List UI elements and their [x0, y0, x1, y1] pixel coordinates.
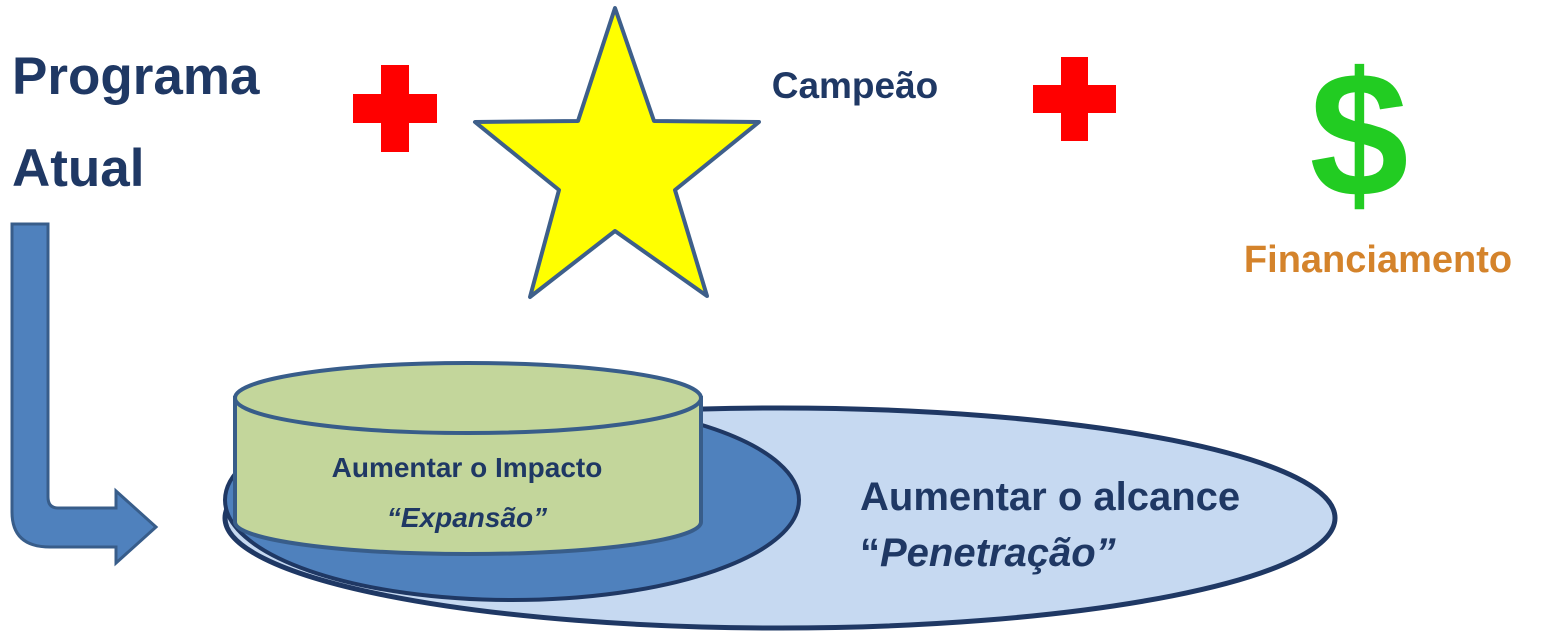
plus-icon — [1033, 57, 1116, 141]
champion-label: Campeão — [772, 65, 939, 106]
star-icon — [473, 6, 761, 299]
impact-label-line2: “Expansão” — [387, 502, 547, 533]
impact-label-line1: Aumentar o Impacto — [332, 452, 603, 483]
reach-label-line1: Aumentar o alcance — [860, 475, 1240, 519]
plus-icon — [353, 65, 437, 152]
funding-label: Financiamento — [1244, 239, 1512, 281]
reach-open-quote: “ — [860, 531, 880, 575]
program-title-line2: Atual — [12, 139, 145, 198]
bent-arrow-icon — [10, 222, 159, 567]
impact-cylinder — [233, 361, 703, 556]
dollar-icon: $ — [1310, 35, 1409, 234]
program-title-line1: Programa — [12, 47, 260, 106]
reach-label-word: Penetração” — [880, 531, 1116, 575]
reach-label-line2: “Penetração” — [860, 531, 1116, 575]
